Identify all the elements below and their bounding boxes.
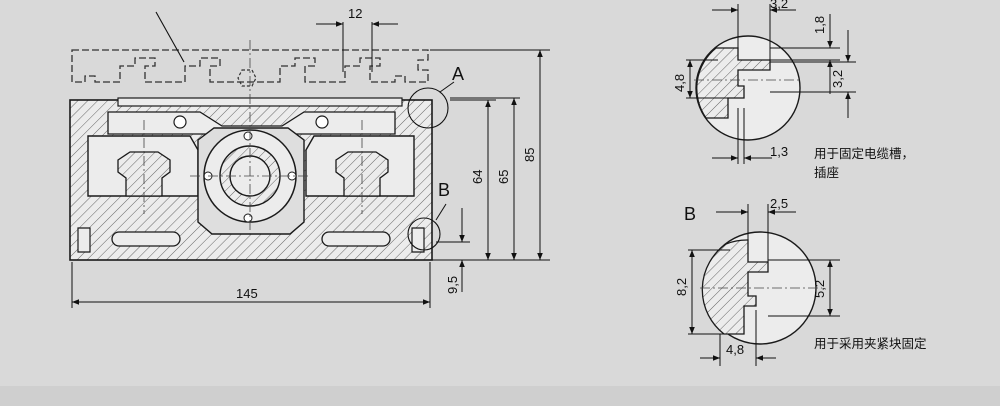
label-a: A xyxy=(452,64,464,84)
dim-85: 85 xyxy=(522,148,537,162)
pulley-left xyxy=(173,115,187,129)
bottom-slot-left xyxy=(111,231,181,247)
detail-a-note: 用于固定电缆槽， 插座 xyxy=(814,144,914,182)
detail-a-dim-3-2-right: 3,2 xyxy=(830,70,845,88)
detail-circle-b xyxy=(407,217,441,251)
technical-drawing: A B 12 145 85 65 64 9,5 xyxy=(69,0,856,366)
dim-9-5: 9,5 xyxy=(445,276,460,294)
detail-a-section xyxy=(696,47,771,119)
detail-b-view: B 2,5 8,2 5,2 4,8 xyxy=(674,196,840,366)
detail-a-dim-3-2-top: 3,2 xyxy=(770,0,788,11)
detail-b-dim-8-2: 8,2 xyxy=(674,278,689,296)
bolt-top xyxy=(243,131,253,141)
detail-a-note-line2: 插座 xyxy=(814,165,840,180)
detail-a-dim-4-8: 4,8 xyxy=(672,74,687,92)
detail-b-dim-4-8: 4,8 xyxy=(726,342,744,357)
bottom-tslot-left xyxy=(77,227,91,253)
bottom-band xyxy=(0,386,1000,406)
bolt-bottom xyxy=(243,213,253,223)
detail-b-note: 用于采用夹紧块固定 xyxy=(814,336,927,351)
label-b: B xyxy=(438,180,450,200)
detail-b-dim-5-2: 5,2 xyxy=(812,280,827,298)
detail-b-dim-2-5: 2,5 xyxy=(770,196,788,211)
dim-145: 145 xyxy=(236,286,258,301)
main-dimensions xyxy=(71,21,550,308)
detail-a-dim-1-3: 1,3 xyxy=(770,144,788,159)
pulley-right xyxy=(315,115,329,129)
dim-64: 64 xyxy=(470,170,485,184)
top-lip xyxy=(117,97,403,107)
bottom-slot-right xyxy=(321,231,391,247)
dim-65: 65 xyxy=(496,170,511,184)
detail-circle-a xyxy=(407,87,449,129)
detail-a-note-line1: 用于固定电缆槽， xyxy=(814,146,915,161)
detail-a-view: 3,2 1,8 4,8 3,2 1,3 xyxy=(672,0,856,164)
centre-nut xyxy=(237,69,257,87)
carriage-outline xyxy=(71,49,429,83)
detail-b-label: B xyxy=(684,204,696,224)
main-section-view: A B xyxy=(69,11,464,261)
detail-a-dim-1-8: 1,8 xyxy=(812,16,827,34)
dim-12: 12 xyxy=(348,6,362,21)
